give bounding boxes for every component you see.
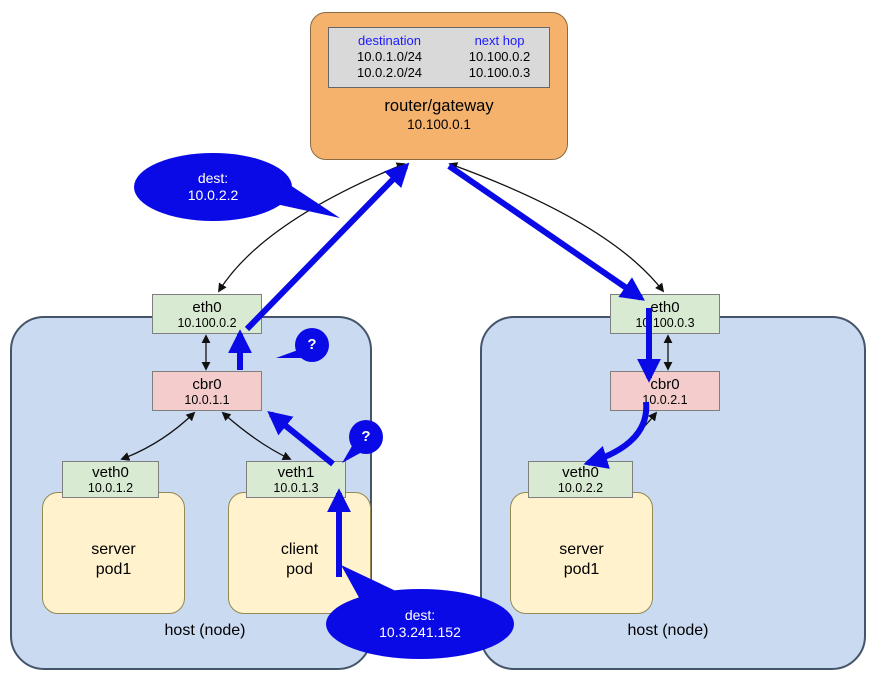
callout-dest-value: 10.3.241.152 [379, 624, 461, 640]
routing-table-header-next-hop: next hop [474, 33, 525, 48]
router-ip: 10.100.0.1 [407, 117, 471, 132]
eth0-left-ip: 10.100.0.2 [177, 315, 237, 330]
host-node-right-label: host (node) [627, 622, 709, 639]
cbr0-right-box: cbr0 10.0.2.1 [610, 371, 720, 411]
eth0-right-box: eth0 10.100.0.3 [610, 294, 720, 334]
callout-dest-bottom-text: dest: 10.3.241.152 [326, 607, 514, 641]
link-router-eth0-right [448, 162, 665, 293]
veth0-left-ip: 10.0.1.2 [87, 481, 134, 495]
routing-table-nexthop-column: next hop 10.100.0.2 10.100.0.3 [450, 32, 549, 81]
pod-label-line: client [280, 541, 319, 558]
routing-table-cell: 10.100.0.3 [468, 65, 531, 80]
server-pod1-left: server pod1 [42, 492, 185, 614]
eth0-right-label: eth0 [650, 298, 680, 316]
client-pod: client pod [228, 492, 371, 614]
callout-dest-label: dest: [404, 607, 436, 623]
veth1-left-box: veth1 10.0.1.3 [246, 461, 346, 498]
pod-label-line: pod1 [95, 561, 132, 578]
callout-dest-top-text: dest: 10.0.2.2 [134, 170, 292, 204]
routing-table: destination 10.0.1.0/24 10.0.2.0/24 next… [328, 27, 550, 88]
veth1-left-label: veth1 [277, 464, 315, 481]
pod-label-line: pod [286, 561, 313, 578]
veth1-left-ip: 10.0.1.3 [273, 481, 319, 495]
pod-label-line: pod1 [563, 561, 600, 578]
veth0-right-box: veth0 10.0.2.2 [528, 461, 633, 498]
pod-label-line: server [91, 541, 136, 558]
routing-table-header-destination: destination [358, 33, 421, 48]
packet-arrow-router-to-eth0-right [447, 163, 645, 301]
routing-table-cell: 10.0.1.0/24 [356, 49, 423, 64]
server-pod1-right: server pod1 [510, 492, 653, 614]
routing-table-cell: 10.100.0.2 [468, 49, 531, 64]
host-node-left-label: host (node) [164, 622, 246, 639]
router-gateway-box: destination 10.0.1.0/24 10.0.2.0/24 next… [310, 12, 568, 160]
question-mark-veth1: ? [361, 428, 371, 445]
callout-dest-value: 10.0.2.2 [187, 187, 239, 203]
pod-label-line: server [559, 541, 604, 558]
veth0-right-label: veth0 [562, 464, 599, 481]
eth0-left-box: eth0 10.100.0.2 [152, 294, 262, 334]
cbr0-right-ip: 10.0.2.1 [642, 392, 688, 407]
question-mark-eth0: ? [307, 336, 317, 353]
cbr0-left-box: cbr0 10.0.1.1 [152, 371, 262, 411]
callout-dest-label: dest: [197, 170, 229, 186]
router-title: router/gateway [384, 97, 494, 115]
cbr0-left-ip: 10.0.1.1 [184, 392, 230, 407]
eth0-right-ip: 10.100.0.3 [635, 315, 695, 330]
cbr0-left-label: cbr0 [192, 375, 222, 393]
routing-table-destination-column: destination 10.0.1.0/24 10.0.2.0/24 [329, 32, 450, 81]
veth0-left-box: veth0 10.0.1.2 [62, 461, 159, 498]
veth0-right-ip: 10.0.2.2 [557, 481, 604, 495]
cbr0-right-label: cbr0 [650, 375, 680, 393]
routing-table-cell: 10.0.2.0/24 [356, 65, 423, 80]
eth0-left-label: eth0 [192, 298, 222, 316]
veth0-left-label: veth0 [92, 464, 129, 481]
